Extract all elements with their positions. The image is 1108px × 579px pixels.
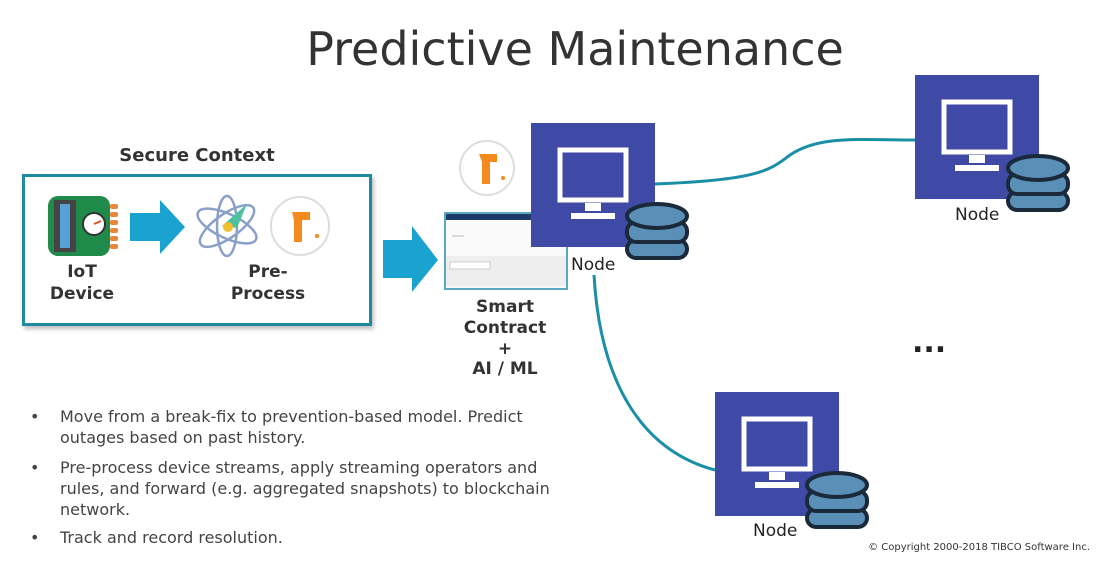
smart-contract-line3: AI / ML	[472, 359, 538, 379]
node-1-label: Node	[571, 255, 616, 275]
smart-contract-line2: Contract	[463, 318, 547, 338]
link-node1-node3	[592, 274, 716, 472]
bullet-dot: •	[30, 528, 40, 547]
bullet-text: Track and record resolution.	[60, 528, 283, 547]
link-node1-node2	[654, 137, 916, 186]
arrow-icon	[130, 200, 185, 254]
monitor-icon	[941, 99, 1013, 171]
database-icon	[1004, 152, 1074, 220]
monitor-icon	[557, 147, 629, 219]
smart-contract-plus: +	[497, 339, 513, 359]
preprocess-label-line1: Pre-	[248, 262, 288, 282]
page-title: Predictive Maintenance	[306, 22, 844, 76]
iot-label-line2: Device	[49, 284, 115, 304]
bullet-text: Move from a break-fix to prevention-base…	[60, 407, 523, 447]
copyright: © Copyright 2000-2018 TIBCO Software Inc…	[868, 542, 1090, 553]
iot-label-line1: IoT	[67, 262, 97, 282]
preprocess-icon	[196, 194, 330, 258]
iot-device-icon	[48, 196, 118, 256]
node-2-label: Node	[955, 205, 1000, 225]
preprocess-label-line2: Process	[230, 284, 306, 304]
bullet-dot: •	[30, 407, 40, 426]
more-nodes-ellipsis: ...	[912, 325, 947, 360]
secure-context-label: Secure Context	[119, 145, 275, 166]
smart-contract-line1: Smart	[476, 297, 534, 317]
node-3[interactable]	[715, 392, 839, 516]
node-3-label: Node	[753, 521, 798, 541]
bullet-text: Pre-process device streams, apply stream…	[60, 458, 550, 519]
smart-contract-screenshot	[444, 212, 568, 290]
arrow-icon	[383, 226, 438, 292]
database-icon	[623, 200, 693, 268]
tensorflow-icon	[459, 140, 515, 196]
bullet-dot: •	[30, 458, 40, 477]
database-icon	[803, 469, 873, 537]
monitor-icon	[741, 416, 813, 488]
secure-context-box	[22, 174, 372, 326]
